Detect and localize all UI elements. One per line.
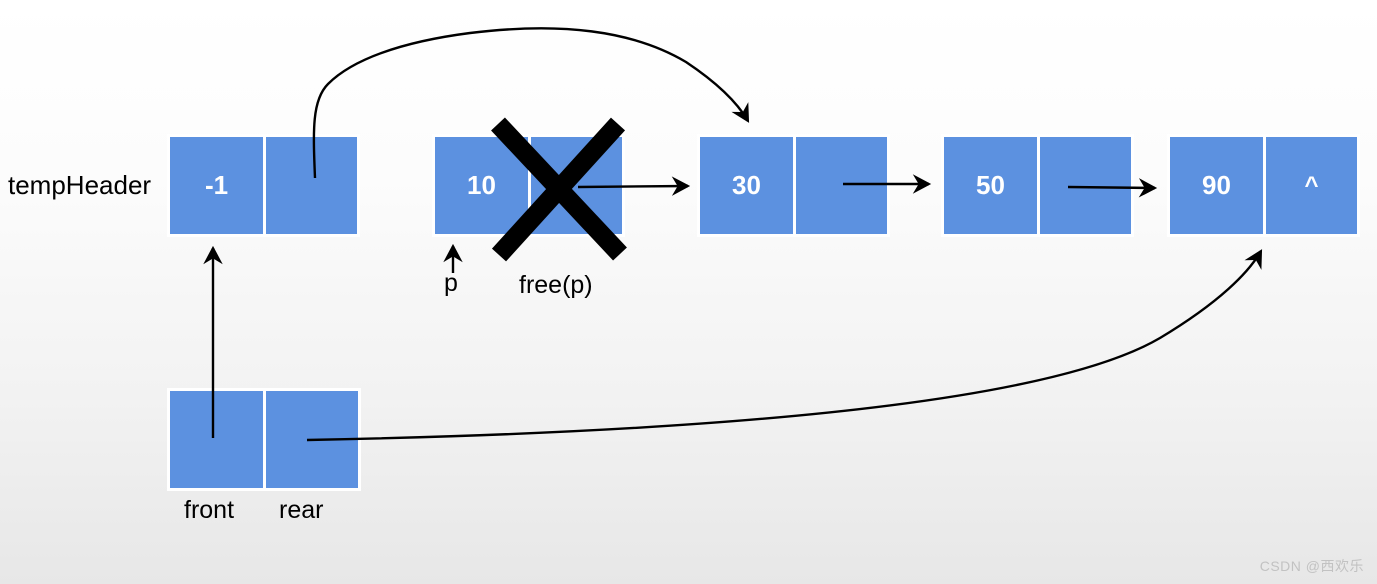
free-call-label: free(p) xyxy=(519,271,593,299)
front-pointer-cell xyxy=(170,391,266,488)
node-value-cell: 30 xyxy=(700,137,796,234)
rear-label: rear xyxy=(279,496,324,524)
list-node-tempheader: -1 xyxy=(167,134,360,237)
list-node-10-deleted: 10 xyxy=(432,134,625,237)
rear-pointer-cell xyxy=(266,391,358,488)
p-pointer-label: p xyxy=(444,269,458,297)
list-node-90: 90 ^ xyxy=(1167,134,1360,237)
queue-pointer-box xyxy=(167,388,361,491)
node-next-cell xyxy=(531,137,622,234)
list-node-30: 30 xyxy=(697,134,890,237)
node-next-cell xyxy=(796,137,887,234)
node-value-cell: 90 xyxy=(1170,137,1266,234)
node-value-cell: 10 xyxy=(435,137,531,234)
watermark: CSDN @西欢乐 xyxy=(1259,558,1364,574)
node-null-cell: ^ xyxy=(1304,171,1319,199)
tempheader-label: tempHeader xyxy=(8,170,152,200)
node-value-cell: -1 xyxy=(170,137,266,234)
node-next-cell xyxy=(1040,137,1131,234)
front-label: front xyxy=(184,496,235,524)
node-next-cell xyxy=(266,137,357,234)
list-node-50: 50 xyxy=(941,134,1134,237)
node-value-cell: 50 xyxy=(944,137,1040,234)
